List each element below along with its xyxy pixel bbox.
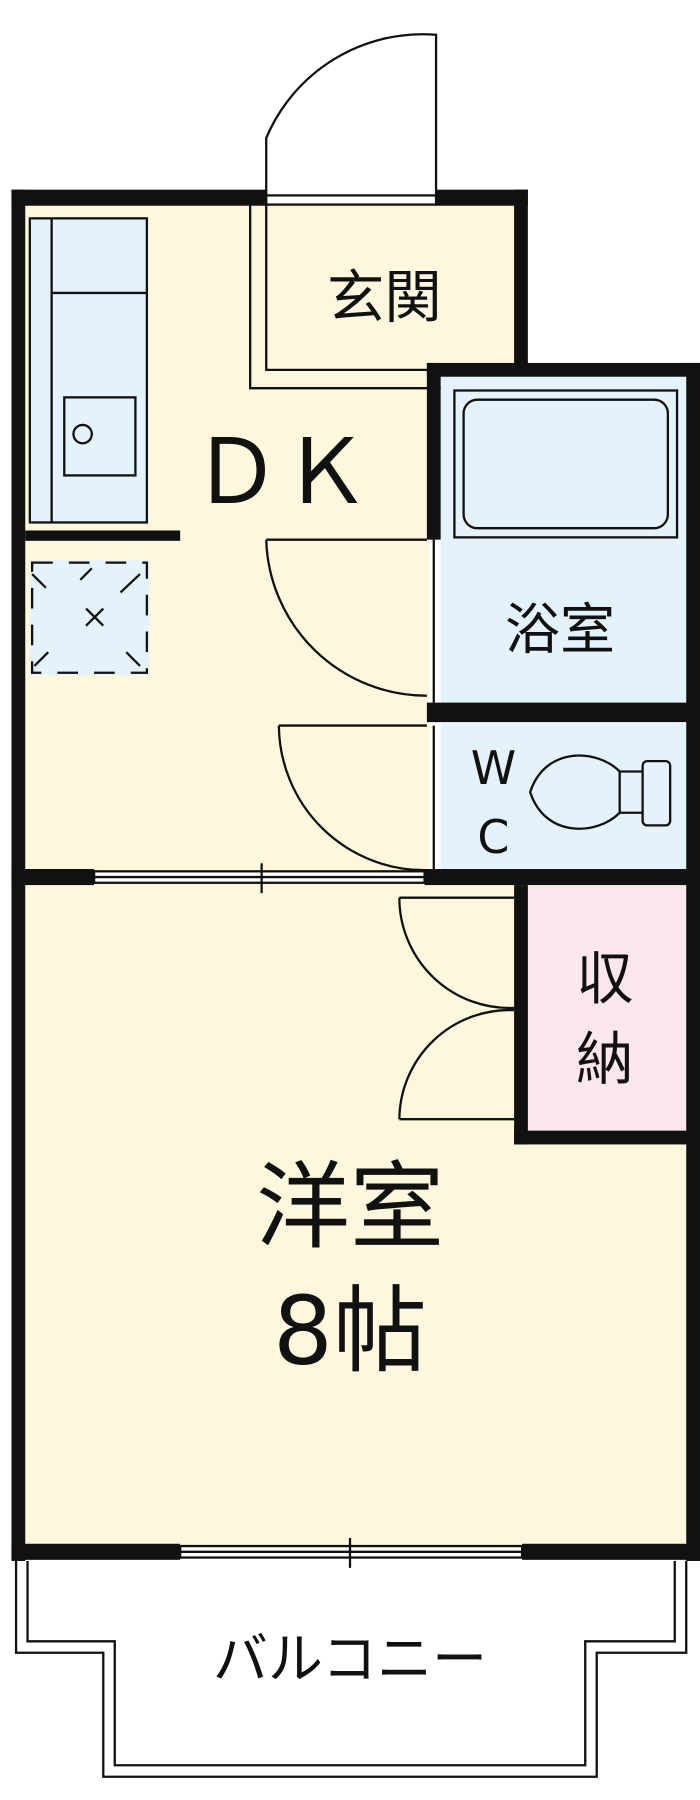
bathtub — [453, 389, 679, 539]
balcony-outline — [14, 1560, 688, 1778]
toilet-label-c: C — [477, 810, 509, 864]
bathroom-door-arc — [265, 538, 427, 697]
stove-icon — [72, 423, 93, 445]
dk-label: ＤＫ — [192, 421, 371, 525]
balcony-label: バルコニー — [213, 1627, 487, 1691]
toilet-label-w: W — [471, 741, 516, 795]
storage-label-1: 収 — [576, 946, 633, 1013]
storage-label-2: 納 — [576, 1026, 633, 1093]
windows — [92, 863, 524, 1568]
toilet-icon — [528, 754, 672, 830]
storage-floor — [527, 886, 687, 1132]
bathroom-label: 浴室 — [505, 598, 615, 662]
western-room-size: 8帖 — [273, 1278, 427, 1387]
washing-machine-space — [29, 560, 150, 676]
storage-door-arcs — [398, 896, 515, 1121]
walls — [11, 189, 700, 1561]
western-room-label: 洋室 — [256, 1154, 444, 1263]
entrance-door-arc — [265, 33, 438, 205]
genkan-floor — [266, 204, 517, 373]
entrance-label: 玄関 — [327, 264, 442, 331]
kitchen-counter — [28, 217, 149, 524]
sink — [63, 396, 137, 477]
toilet-door-arc — [277, 724, 427, 872]
